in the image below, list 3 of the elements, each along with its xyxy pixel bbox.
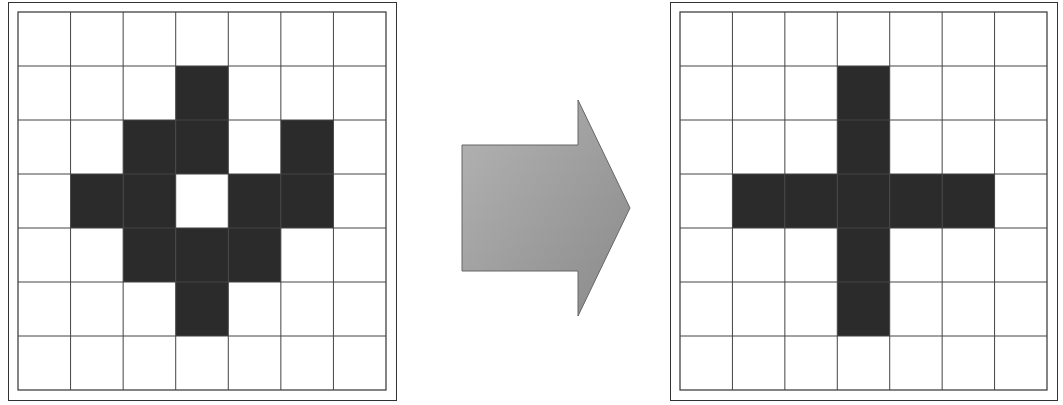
pixel-grid bbox=[8, 2, 397, 401]
block-arrow bbox=[461, 99, 631, 317]
pixel-grid bbox=[670, 2, 1058, 401]
